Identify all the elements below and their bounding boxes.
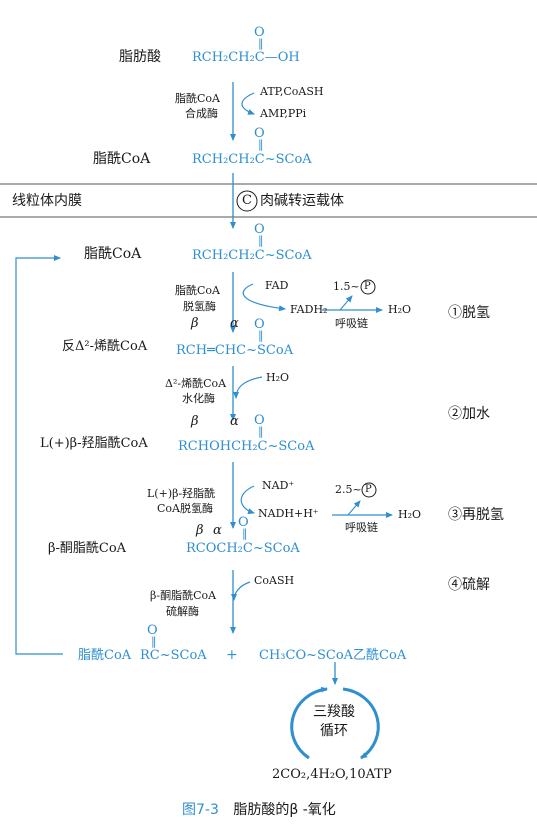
product-acyl-coa-label: 脂酰CoA [78, 648, 132, 663]
nadh-label: NADH+H⁺ [258, 507, 319, 520]
acyl-coa-label-matrix: 脂酰CoA [84, 246, 142, 262]
acyl-coa-carbonyl-o-matrix: O [254, 222, 265, 237]
phosphate-symbol-1: P [364, 281, 371, 292]
respiratory-chain-label-2: 呼吸链 [345, 521, 378, 534]
curve-fad [242, 283, 286, 312]
product-acyl-coa-formula: RC~SCoA [140, 648, 207, 663]
p-circle-2 [361, 482, 377, 498]
acyl-dehydrogenase-label-2: 脱氢酶 [183, 300, 216, 313]
carnitine-carrier-label: 肉碱转运载体 [260, 193, 344, 209]
water-output-2: H₂O [398, 508, 422, 521]
ketoacyl-coa-formula: RCOCH₂C~SCoA [186, 541, 300, 556]
respiratory-chain-label-1: 呼吸链 [335, 317, 368, 330]
fadh2-label: FADH₂ [290, 303, 328, 316]
nad-label: NAD⁺ [262, 479, 295, 492]
cofactor-atp-coash: ATP,CoASH [260, 85, 324, 98]
enoyl-double-bond: ‖ [258, 329, 264, 342]
product-double-bond: ‖ [151, 635, 157, 648]
step-3-dehydrogenation: ③再脱氢 [448, 507, 504, 523]
figure-number: 图7-3 [182, 802, 219, 818]
tca-cycle-label-2: 循环 [320, 723, 348, 739]
acetyl-coa-label: CH₃CO~SCoA乙酰CoA [259, 648, 407, 663]
fatty-acid-carbonyl-o: O [254, 25, 265, 40]
hydroxyacyl-coa-label: L(+)β-羟脂酰CoA [40, 436, 148, 451]
tca-output-label: 2CO₂,4H₂O,10ATP [272, 767, 392, 782]
curve-coash [231, 581, 251, 601]
carrier-circle [236, 190, 258, 212]
product-carbonyl-o: O [147, 623, 158, 638]
hydroxy-beta-label: β [191, 414, 199, 429]
coash-label: CoASH [254, 574, 295, 587]
step-1-dehydrogenation: ①脱氢 [448, 305, 490, 321]
hydroxy-alpha-label: α [230, 414, 239, 429]
enoyl-beta-label: β [191, 316, 199, 331]
resp-up-1 [339, 295, 353, 311]
keto-alpha-label: α [213, 523, 222, 538]
acyl-coa-carbonyl-o-cytosol: O [254, 126, 265, 141]
inner-membrane-label: 线粒体内膜 [12, 193, 82, 209]
enoyl-alpha-label: α [230, 316, 239, 331]
fatty-acid-label: 脂肪酸 [119, 49, 161, 65]
hydroxyacyl-coa-formula: RCHOHCH₂C~SCoA [178, 439, 315, 454]
keto-carbonyl-o: O [238, 515, 249, 530]
curve-h2o-in [233, 376, 263, 399]
figure-caption: 图7-3 脂肪酸的β -氧化 [182, 803, 336, 817]
resp-up-2 [347, 500, 361, 516]
step-4-thiolysis: ④硫解 [448, 577, 490, 593]
tca-arc-left [290, 686, 328, 760]
enoyl-coa-formula: RCH═CHC~SCoA [176, 343, 294, 358]
ketoacyl-coa-label: β-酮脂酰CoA [48, 541, 127, 556]
p-circle-1 [360, 279, 376, 295]
tca-cycle-label-1: 三羧酸 [313, 704, 355, 720]
hydroxy-double-bond: ‖ [258, 425, 264, 438]
curve-atp [241, 92, 255, 115]
tca-arc-right [342, 687, 380, 760]
plus-sign: + [226, 647, 238, 663]
atp-yield-2: 2.5~ [335, 483, 362, 496]
phosphate-symbol-2: P [365, 484, 372, 495]
synthetase-label-2: 合成酶 [185, 107, 218, 120]
hydroxyacyl-dehydrogenase-label-2: CoA脱氢酶 [157, 502, 213, 515]
thiolase-label-2: 硫解酶 [166, 605, 199, 618]
hydroxyacyl-dehydrogenase-label-1: L(+)β-羟脂酰 [147, 487, 216, 500]
enoyl-carbonyl-o: O [254, 317, 265, 332]
synthetase-label-1: 脂酰CoA [175, 92, 220, 105]
atp-yield-1: 1.5~ [333, 280, 360, 293]
acyl-coa-double-bond-cytosol: ‖ [258, 138, 264, 151]
water-output-1: H₂O [388, 303, 412, 316]
thiolase-label-1: β-酮脂酰CoA [150, 589, 217, 602]
cofactor-amp-ppi: AMP,PPi [260, 107, 307, 120]
carrier-symbol: C [242, 193, 252, 208]
acyl-coa-formula-cytosol: RCH₂CH₂C~SCoA [192, 152, 312, 167]
curve-nad [240, 485, 255, 515]
acyl-coa-label-cytosol: 脂酰CoA [93, 151, 151, 167]
hydratase-label-2: 水化酶 [182, 392, 215, 405]
acyl-coa-formula-matrix: RCH₂CH₂C~SCoA [192, 248, 312, 263]
fatty-acid-formula: RCH₂CH₂C—OH [192, 50, 300, 65]
step-2-hydration: ②加水 [448, 406, 490, 422]
feedback-loop [15, 255, 63, 655]
fatty-acid-double-bond: ‖ [258, 37, 264, 50]
hydratase-label-1: Δ²-烯酰CoA [165, 377, 227, 390]
water-input: H₂O [266, 371, 290, 384]
keto-beta-label: β [196, 523, 204, 538]
enoyl-coa-label: 反Δ²-烯酰CoA [62, 339, 148, 354]
figure-title: 脂肪酸的β -氧化 [233, 802, 336, 818]
acyl-coa-double-bond-matrix: ‖ [258, 234, 264, 247]
fad-label: FAD [265, 279, 289, 292]
keto-double-bond: ‖ [242, 527, 248, 540]
acyl-dehydrogenase-label-1: 脂酰CoA [175, 284, 220, 297]
hydroxy-carbonyl-o: O [254, 413, 265, 428]
